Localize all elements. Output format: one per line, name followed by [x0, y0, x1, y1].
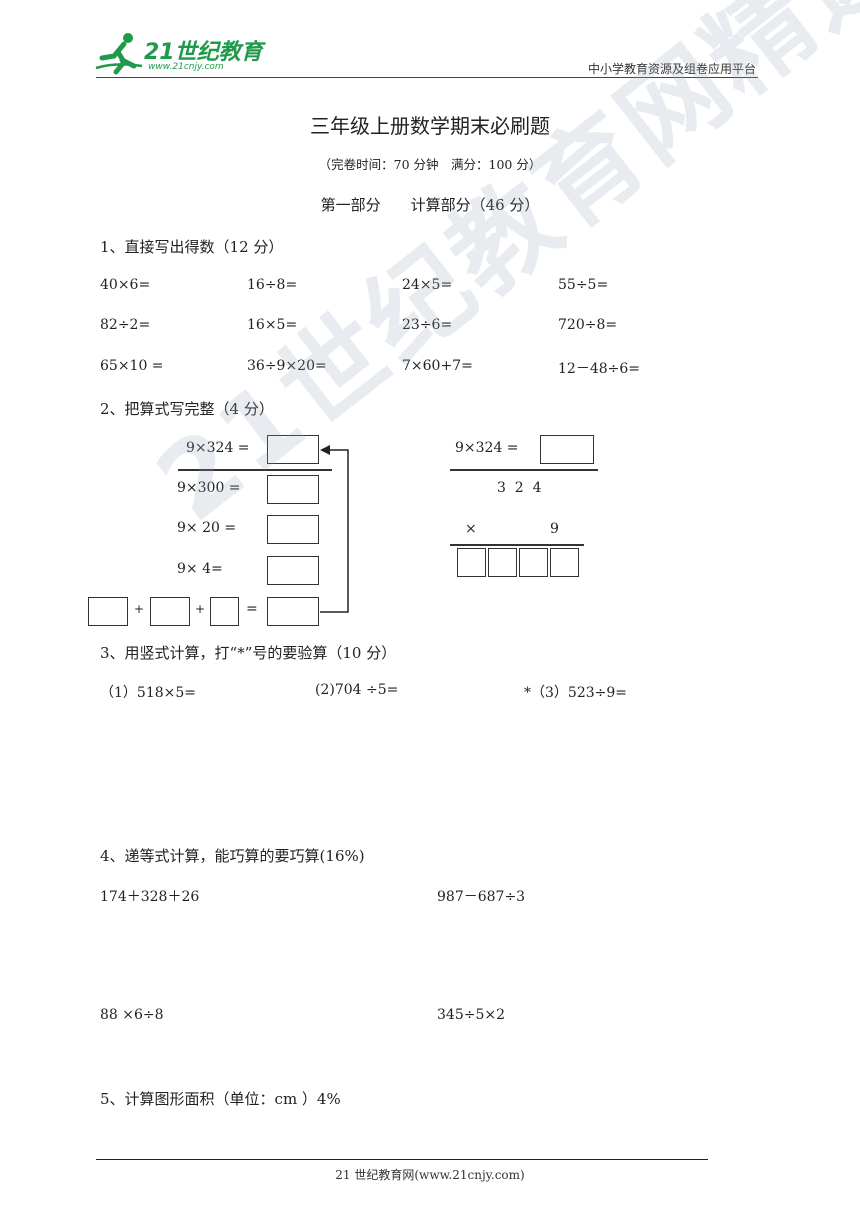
q2-left-main: 9×324 = [186, 440, 250, 456]
q1-item: 720÷8= [558, 317, 618, 333]
footer-rule [96, 1159, 708, 1160]
plus-sign: + [134, 602, 145, 616]
multiplicand-digits: 3 2 4 [497, 480, 542, 496]
q3-item: *（3）523÷9= [524, 685, 627, 701]
q5-heading: 5、计算图形面积（单位：cm ）4% [100, 1090, 341, 1108]
q2-right-main: 9×324 = [455, 440, 519, 456]
answer-box[interactable] [267, 556, 319, 585]
q4-item: 345÷5×2 [437, 1007, 505, 1023]
q2-left-line: 9×300 = [177, 480, 241, 496]
times-sign: × [465, 521, 477, 537]
q1-item: 40×6= [100, 277, 151, 293]
q2-left-line: 9× 4= [177, 561, 223, 577]
digit-box[interactable] [457, 548, 486, 577]
q3-item: （1）518×5= [100, 685, 196, 701]
equals-sign: = [246, 601, 258, 617]
answer-box[interactable] [540, 435, 594, 464]
q1-item: 36÷9×20= [247, 358, 327, 374]
answer-box[interactable] [267, 597, 319, 626]
exam-info: （完卷时间：70 分钟 满分：100 分） [318, 157, 542, 172]
watermark: 21世纪教育网精选资料 [134, 0, 860, 546]
q1-heading: 1、直接写出得数（12 分） [100, 238, 284, 256]
q2-left-line: 9× 20 = [177, 520, 237, 536]
q4-item: 987－687÷3 [437, 889, 526, 905]
divider-line [178, 469, 332, 471]
answer-box[interactable] [150, 597, 190, 626]
part-heading: 第一部分 计算部分（46 分） [320, 196, 540, 214]
q4-item: 88 ×6÷8 [100, 1007, 164, 1023]
footer-text: 21 世纪教育网(www.21cnjy.com) [335, 1168, 525, 1182]
platform-label: 中小学教育资源及组卷应用平台 [587, 62, 756, 76]
logo: 21世纪教育 www.21cnjy.com [94, 32, 264, 78]
q3-heading: 3、用竖式计算，打“*”号的要验算（10 分） [100, 644, 397, 662]
answer-box[interactable] [267, 515, 319, 544]
q1-item: 82÷2= [100, 317, 151, 333]
arrow-bracket-icon [320, 445, 349, 613]
divider-line [450, 544, 584, 546]
q1-item: 55÷5= [558, 277, 609, 293]
q1-item: 12－48÷6= [558, 361, 640, 377]
digit-box[interactable] [488, 548, 517, 577]
answer-box[interactable] [88, 597, 128, 626]
logo-text: 21世纪教育 [144, 40, 263, 65]
answer-box[interactable] [267, 435, 319, 464]
q1-item: 7×60+7= [402, 358, 473, 374]
q4-item: 174＋328＋26 [100, 889, 200, 905]
runner-logo-icon [95, 33, 143, 75]
q1-item: 24×5= [402, 277, 453, 293]
header-rule [96, 77, 758, 78]
multiplier-digit: 9 [550, 521, 559, 537]
q1-item: 65×10 = [100, 358, 164, 374]
digit-box[interactable] [519, 548, 548, 577]
page-title: 三年级上册数学期末必刷题 [310, 114, 550, 138]
digit-box[interactable] [550, 548, 579, 577]
answer-box[interactable] [267, 475, 319, 504]
q1-item: 16×5= [247, 317, 298, 333]
divider-line [450, 469, 598, 471]
answer-box[interactable] [210, 597, 239, 626]
logo-url: www.21cnjy.com [148, 62, 224, 72]
q1-item: 23÷6= [402, 317, 453, 333]
q1-item: 16÷8= [247, 277, 298, 293]
q4-heading: 4、递等式计算，能巧算的要巧算(16%) [100, 847, 365, 865]
q3-item: (2)704 ÷5= [315, 682, 399, 698]
plus-sign: + [195, 602, 206, 616]
q2-heading: 2、把算式写完整（4 分） [100, 400, 274, 418]
